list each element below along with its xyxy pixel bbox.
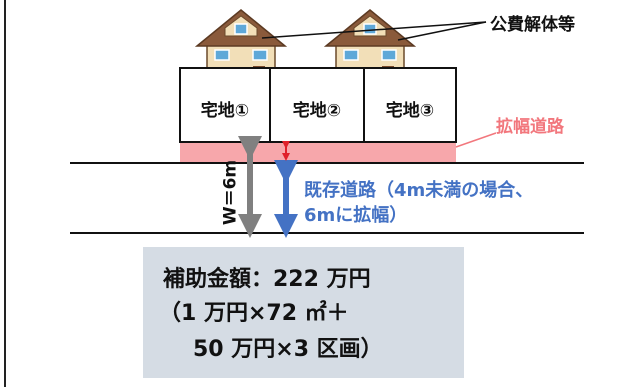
existing-road-label-line1: 既存道路（4m未満の場合、	[304, 180, 534, 201]
frame-border	[4, 0, 6, 387]
existing-road-label-line2: 6mに拡幅）	[304, 205, 408, 226]
callout-label: 公費解体等	[490, 15, 575, 35]
widened-road-leader	[455, 132, 497, 148]
subsidy-summary-box: 補助金額：222 万円 （1 万円×72 ㎡＋ 50 万円×3 区画）	[143, 247, 464, 378]
lot-3-label: 宅地③	[385, 101, 435, 121]
lot-2-label: 宅地②	[292, 101, 342, 121]
summary-formula-line2: 50 万円×3 区画）	[193, 337, 383, 362]
double-arrow-icon-width	[238, 136, 298, 238]
callout-lines	[261, 21, 487, 41]
lot-3	[363, 67, 457, 143]
summary-formula-line1: （1 万円×72 ㎡＋	[159, 301, 349, 326]
road-edge-top	[70, 162, 584, 164]
summary-amount: 補助金額：222 万円	[163, 267, 371, 292]
width-label: W＝6m	[220, 159, 241, 226]
road-edge-bottom	[70, 232, 584, 234]
lot-2	[269, 67, 365, 143]
lot-1	[179, 67, 271, 143]
lot-1-label: 宅地①	[200, 101, 250, 121]
widened-road-label: 拡幅道路	[496, 117, 564, 137]
